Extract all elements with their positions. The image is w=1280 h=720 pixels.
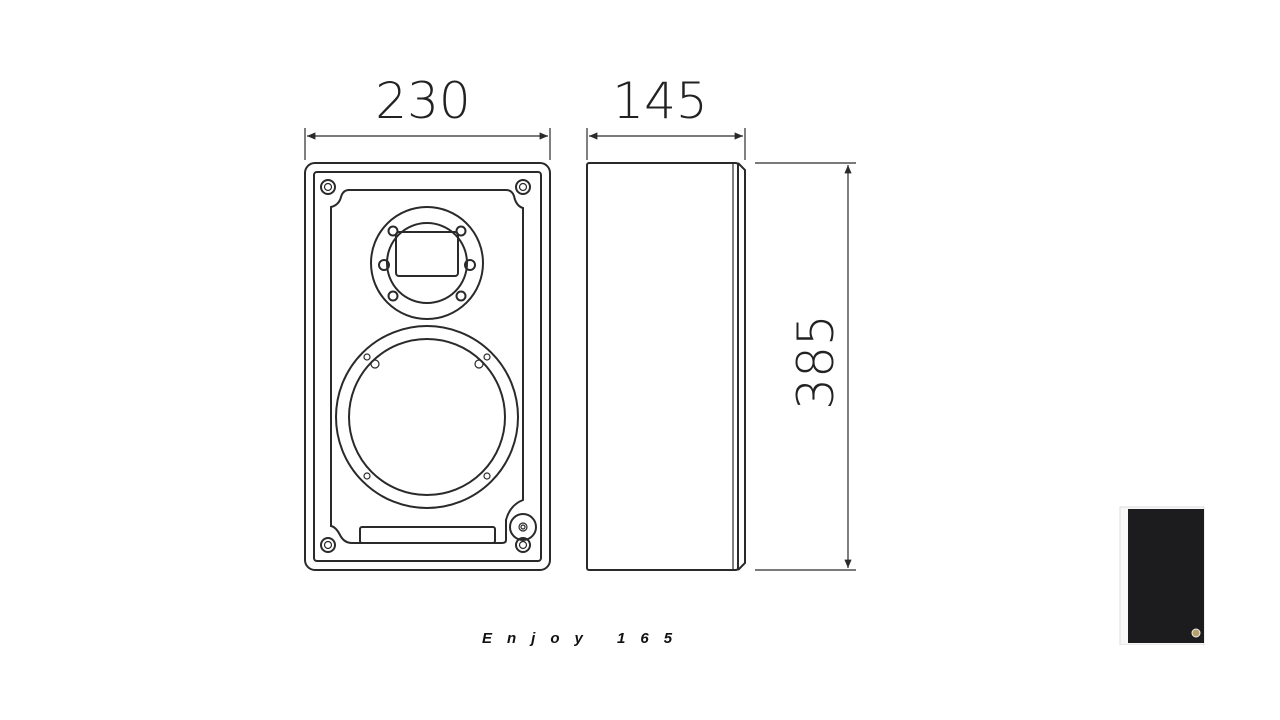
terminal xyxy=(509,513,537,541)
depth-label: 145 xyxy=(612,72,707,130)
product-caption: Enjoy 165 xyxy=(482,630,688,647)
depth-dimension: 145 xyxy=(586,72,746,160)
product-photo xyxy=(1119,506,1205,645)
side-view xyxy=(586,162,746,571)
height-label: 385 xyxy=(787,314,845,409)
width-dimension: 230 xyxy=(304,72,551,160)
logo-plate xyxy=(359,526,496,544)
woofer xyxy=(335,325,519,509)
corner-screws xyxy=(320,179,531,553)
front-view xyxy=(304,162,551,571)
speaker-grille xyxy=(1128,509,1204,643)
height-dimension: 385 xyxy=(755,162,856,571)
width-label: 230 xyxy=(375,72,470,130)
tweeter xyxy=(370,206,484,320)
brand-badge-icon xyxy=(1191,628,1201,638)
